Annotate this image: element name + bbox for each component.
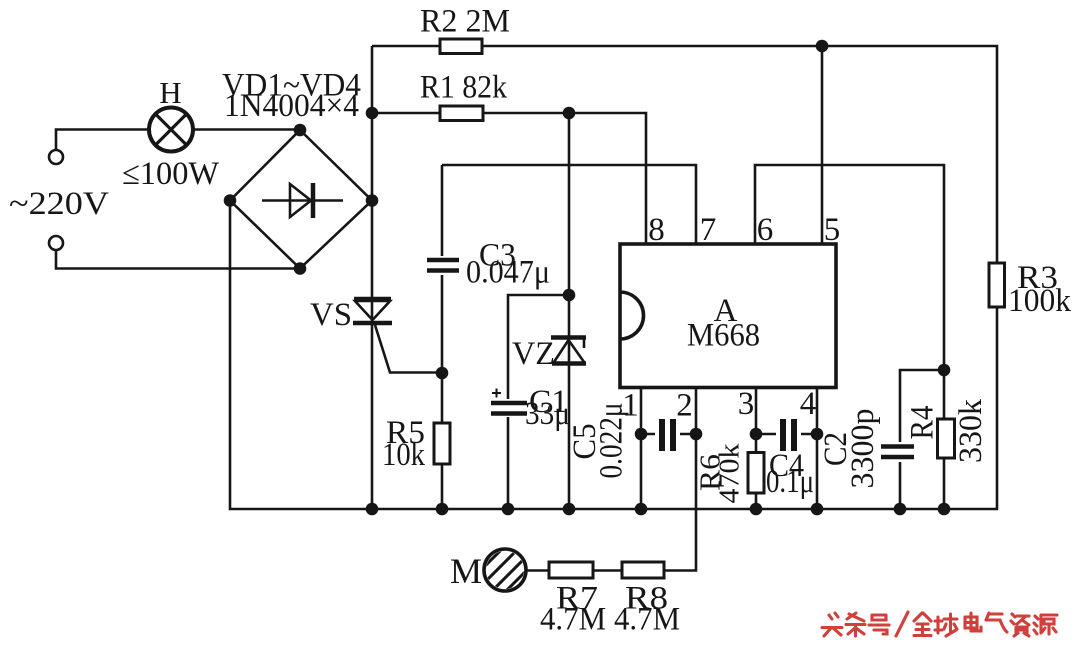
- svg-text:R7: R7: [556, 581, 598, 617]
- svg-text:C3: C3: [479, 238, 516, 274]
- svg-text:≤100W: ≤100W: [122, 156, 220, 192]
- svg-text:4: 4: [800, 386, 817, 422]
- svg-text:VD1~VD4: VD1~VD4: [222, 68, 361, 104]
- svg-text:M668: M668: [687, 318, 760, 354]
- svg-text:8: 8: [648, 212, 665, 248]
- svg-text:R3: R3: [1017, 260, 1058, 296]
- svg-text:100k: 100k: [1008, 283, 1071, 319]
- svg-text:H: H: [159, 75, 181, 110]
- svg-text:7: 7: [700, 212, 717, 248]
- svg-text:VS: VS: [310, 297, 352, 333]
- svg-text:A: A: [714, 293, 738, 329]
- svg-text:R1 82k: R1 82k: [420, 70, 507, 106]
- svg-text:C1: C1: [529, 384, 568, 420]
- svg-text:5: 5: [824, 212, 841, 248]
- svg-text:10k: 10k: [382, 437, 425, 473]
- svg-text:R2 2M: R2 2M: [420, 4, 510, 40]
- svg-text:~220V: ~220V: [9, 186, 109, 222]
- svg-text:0.047μ: 0.047μ: [466, 255, 550, 291]
- svg-text:M: M: [450, 551, 482, 591]
- svg-text:470k: 470k: [714, 443, 746, 504]
- svg-text:1N4004×4: 1N4004×4: [224, 88, 359, 124]
- svg-text:330k: 330k: [953, 399, 989, 463]
- svg-text:4.7M: 4.7M: [540, 602, 606, 638]
- svg-text:6: 6: [757, 212, 774, 248]
- svg-text:33μ: 33μ: [525, 396, 570, 432]
- svg-text:R5: R5: [386, 415, 425, 451]
- svg-text:2: 2: [676, 388, 693, 424]
- svg-text:C4: C4: [769, 448, 804, 484]
- svg-text:VZ: VZ: [512, 336, 555, 372]
- svg-text:C2: C2: [818, 432, 854, 466]
- svg-text:R6: R6: [695, 454, 727, 491]
- svg-text:R4: R4: [905, 406, 941, 440]
- svg-text:3: 3: [738, 386, 755, 422]
- svg-text:C5: C5: [567, 424, 603, 460]
- svg-text:0.022μ: 0.022μ: [594, 403, 630, 479]
- svg-text:4.7M: 4.7M: [614, 602, 680, 638]
- svg-text:0.1μ: 0.1μ: [766, 464, 814, 500]
- svg-text:R8: R8: [625, 581, 668, 617]
- svg-text:1: 1: [622, 388, 639, 424]
- svg-text:3300p: 3300p: [845, 409, 881, 489]
